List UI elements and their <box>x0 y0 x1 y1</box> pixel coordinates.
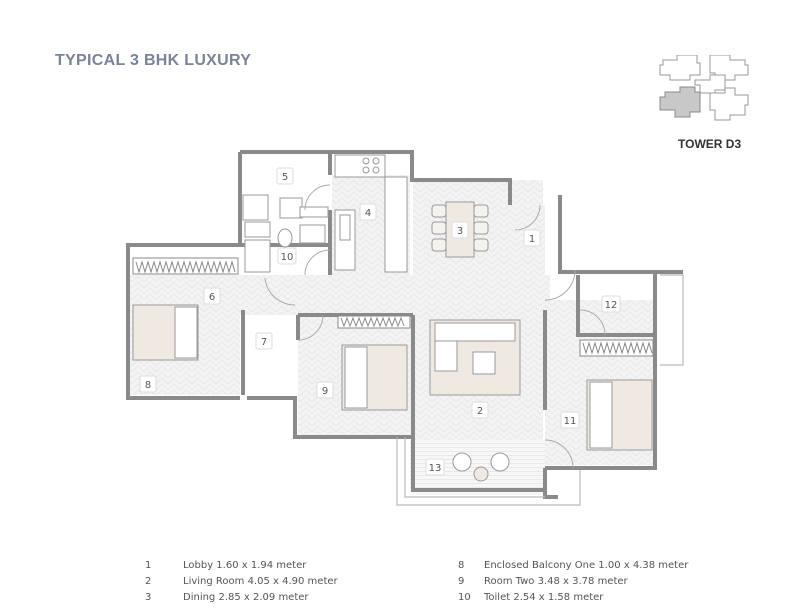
legend-item: 3 Dining 2.85 x 2.09 meter <box>145 592 338 608</box>
legend-text: Toilet 2.54 x 1.58 meter <box>484 592 604 603</box>
wardrobes <box>132 257 654 357</box>
living-sofa-set <box>429 319 521 396</box>
legend-item: 2 Living Room 4.05 x 4.90 meter <box>145 576 338 592</box>
legend-text: Room Two 3.48 x 3.78 meter <box>484 576 628 587</box>
legend-number: 9 <box>458 576 465 587</box>
legend-text: Dining 2.85 x 2.09 meter <box>183 592 309 603</box>
svg-text:12: 12 <box>605 300 618 311</box>
room-legend-left: 1 Lobby 1.60 x 1.94 meter 2 Living Room … <box>145 560 338 608</box>
svg-text:11: 11 <box>564 416 577 427</box>
room-legend-right: 8 Enclosed Balcony One 1.00 x 4.38 meter… <box>458 560 688 608</box>
legend-number: 1 <box>145 560 152 571</box>
legend-number: 10 <box>458 592 471 603</box>
tower-d3-highlight <box>659 86 701 118</box>
floor-plan: 1 2 3 4 5 6 7 8 9 10 11 12 13 <box>126 150 684 506</box>
legend-item: 10 Toilet 2.54 x 1.58 meter <box>458 592 688 608</box>
svg-text:10: 10 <box>281 252 294 263</box>
legend-text: Lobby 1.60 x 1.94 meter <box>183 560 307 571</box>
balcony-furniture <box>452 452 510 482</box>
svg-text:3: 3 <box>457 226 463 237</box>
legend-number: 2 <box>145 576 152 587</box>
legend-text: Living Room 4.05 x 4.90 meter <box>183 576 338 587</box>
legend-item: 8 Enclosed Balcony One 1.00 x 4.38 meter <box>458 560 688 576</box>
svg-text:1: 1 <box>529 234 535 245</box>
balcony-outline <box>396 274 684 506</box>
tower-label: TOWER D3 <box>678 137 742 151</box>
svg-text:13: 13 <box>429 463 442 474</box>
beds <box>132 304 653 451</box>
svg-text:5: 5 <box>282 172 288 183</box>
svg-text:2: 2 <box>477 406 483 417</box>
walls <box>126 150 683 499</box>
svg-text:9: 9 <box>322 386 328 397</box>
legend-text: Enclosed Balcony One 1.00 x 4.38 meter <box>484 560 689 571</box>
room-tag-labels: 1 2 3 4 5 6 7 8 9 10 11 12 13 <box>145 172 618 474</box>
legend-item: 9 Room Two 3.48 x 3.78 meter <box>458 576 688 592</box>
svg-text:4: 4 <box>365 208 371 219</box>
legend-number: 3 <box>145 592 152 603</box>
kitchen-fixtures <box>334 154 408 273</box>
svg-text:6: 6 <box>209 292 215 303</box>
legend-item: 1 Lobby 1.60 x 1.94 meter <box>145 560 338 576</box>
utility-fixtures <box>242 194 329 273</box>
tower-keyplan-icon <box>659 55 749 121</box>
legend-number: 8 <box>458 560 465 571</box>
page-title: TYPICAL 3 BHK LUXURY <box>55 52 252 69</box>
svg-text:7: 7 <box>261 337 267 348</box>
door-swings <box>264 184 606 469</box>
room-tags <box>139 167 621 476</box>
svg-text:8: 8 <box>145 380 151 391</box>
